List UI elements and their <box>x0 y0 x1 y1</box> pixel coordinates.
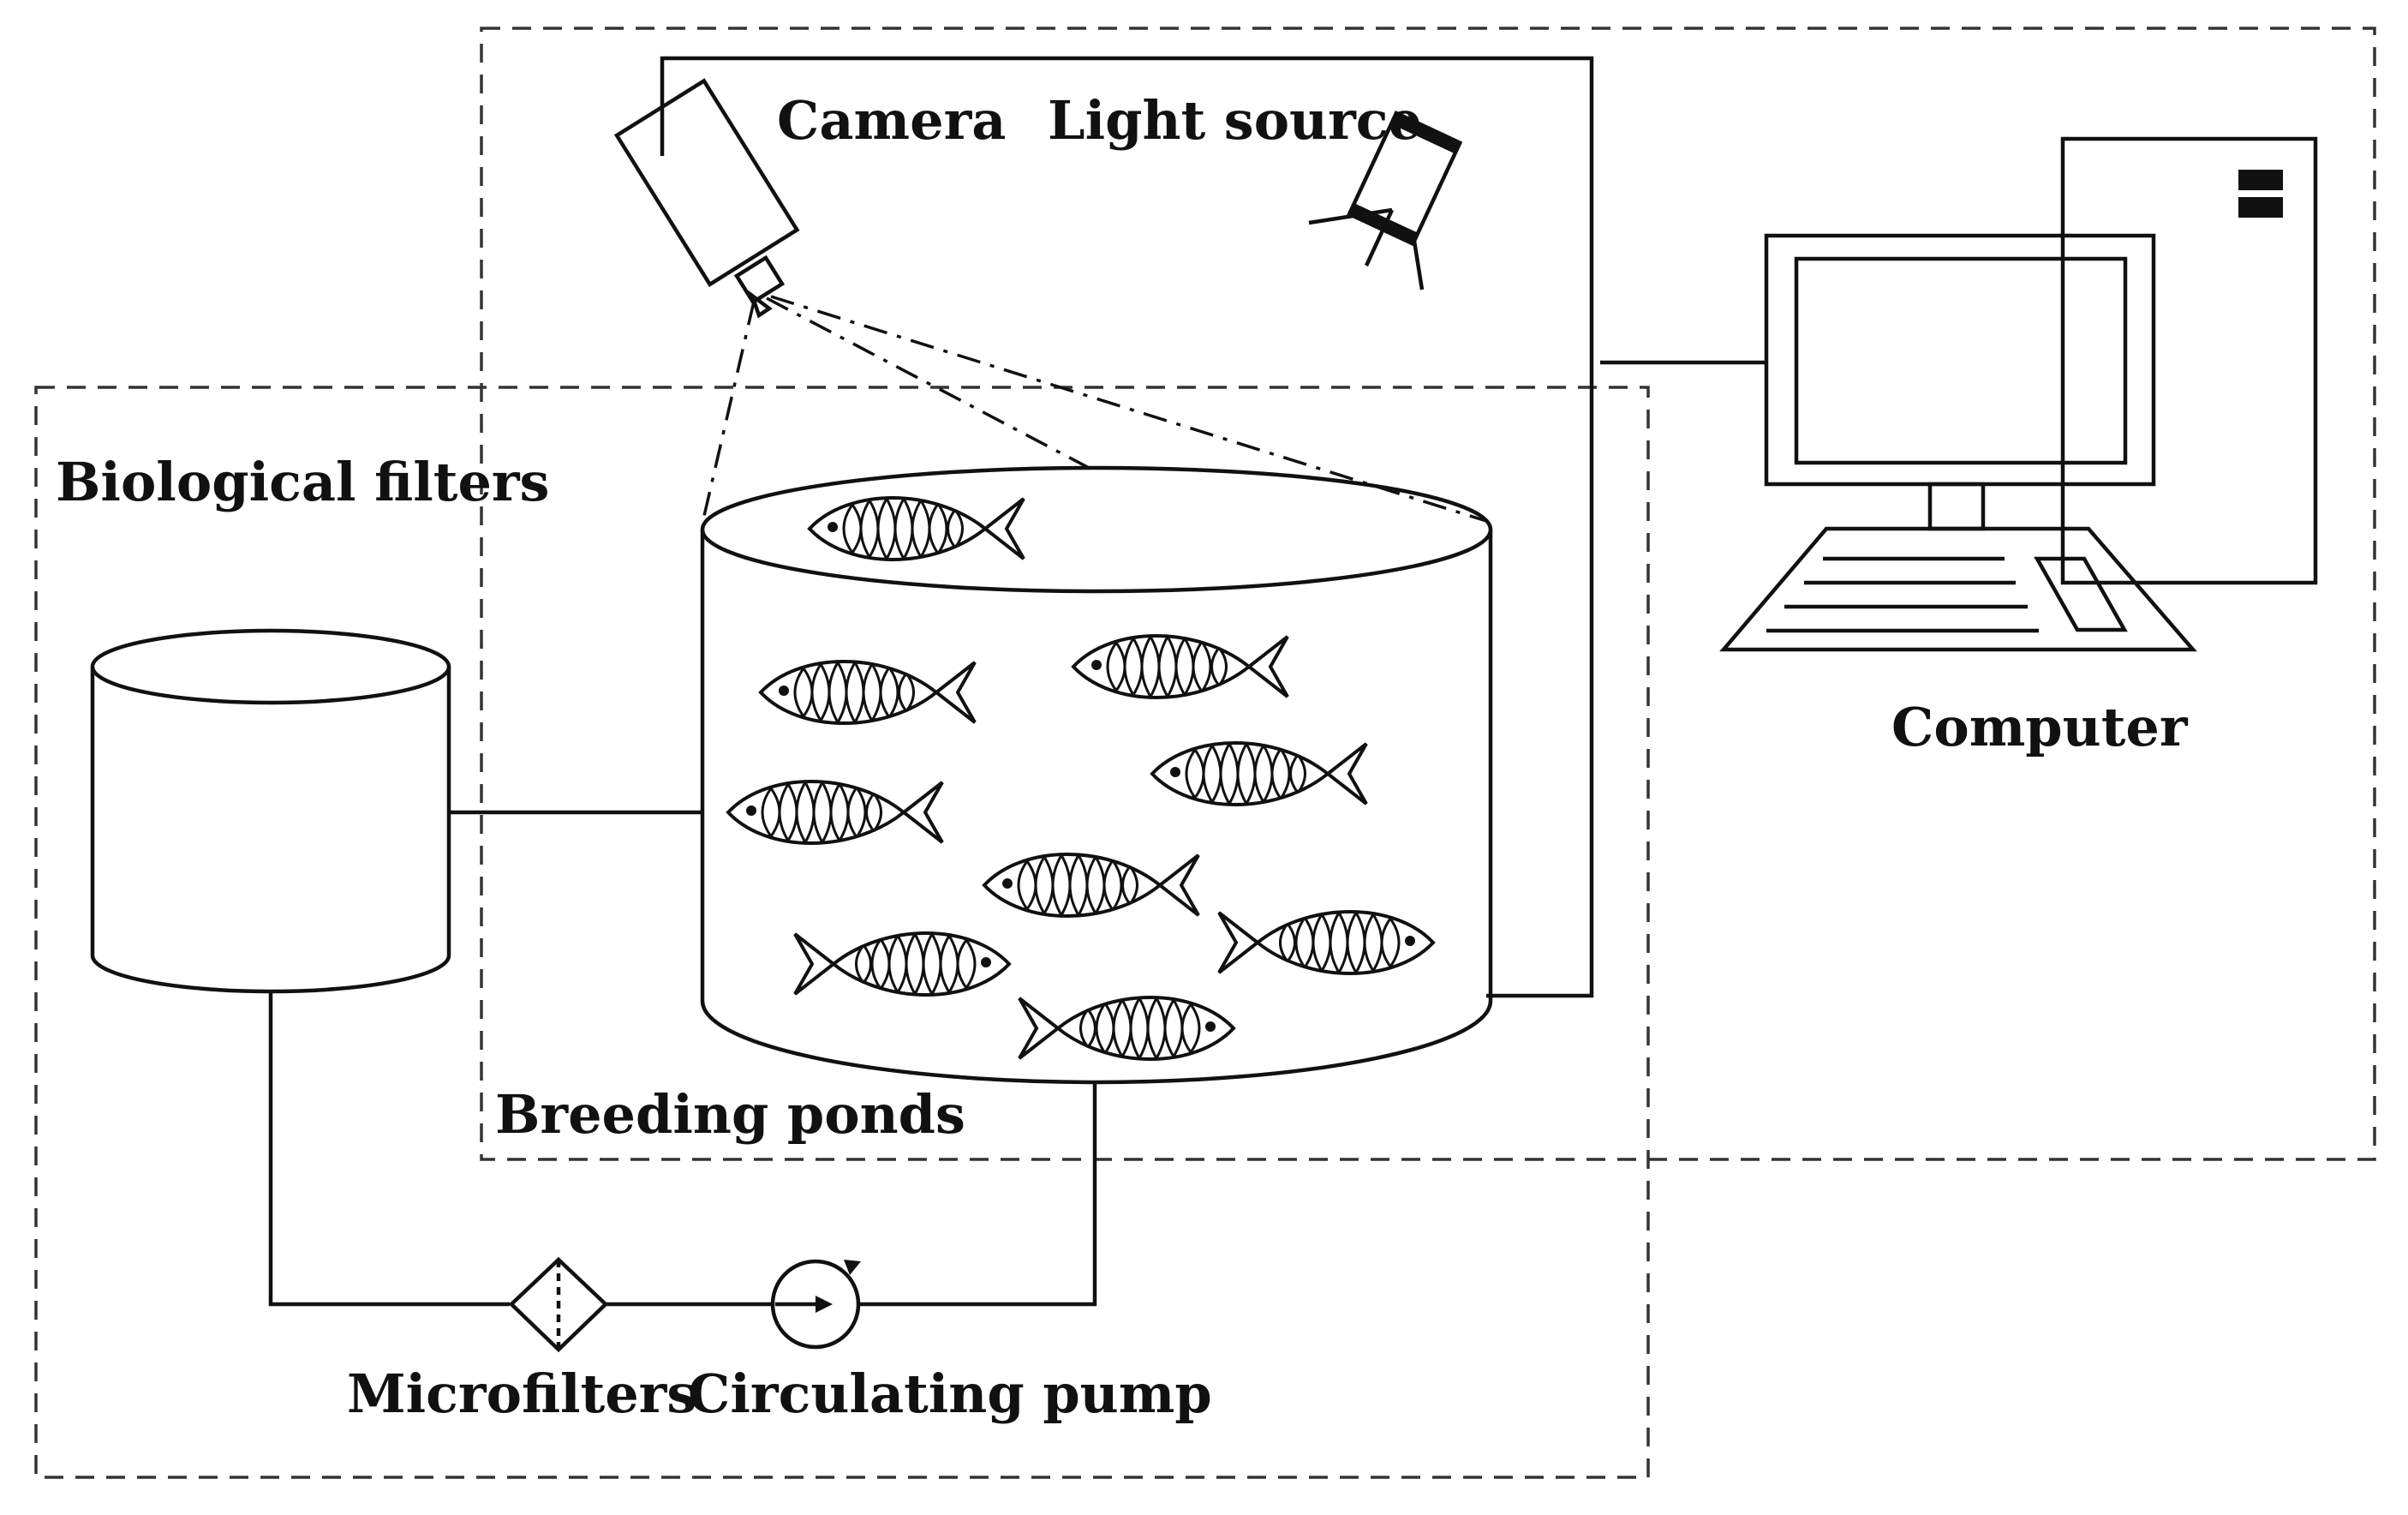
fish-icon <box>1072 634 1289 699</box>
breeding-ponds-label: Breeding ponds <box>495 1083 965 1146</box>
fish-icon <box>1150 741 1368 806</box>
camera-field-of-view <box>702 295 1487 523</box>
fish-icon <box>808 496 1025 561</box>
fish-icon <box>726 780 944 845</box>
fish-icon <box>795 933 1009 995</box>
breeding-pond-tank-icon <box>700 465 1493 1085</box>
microfilters-label: Microfilters <box>347 1362 697 1425</box>
keyboard-icon <box>1719 526 2197 652</box>
biological-filters-label: Biological filters <box>56 451 550 513</box>
fish-icon <box>1019 997 1234 1059</box>
circulating-pump-label: Circulating pump <box>688 1362 1212 1425</box>
circulating-pump-icon <box>770 1259 861 1350</box>
water-treatment-region <box>34 386 1650 1479</box>
fish-group <box>726 496 1433 1059</box>
computer-label: Computer <box>1891 696 2188 758</box>
computer-vision-region <box>480 27 2376 1161</box>
biological-filter-tank-icon <box>90 628 451 994</box>
circulation-pipe <box>268 992 510 1307</box>
circulation-pipe <box>858 1081 1097 1307</box>
camera-icon <box>613 78 800 319</box>
microfilter-icon <box>508 1256 609 1353</box>
computer-tower-icon <box>2060 136 2318 585</box>
camera-frame <box>660 56 1594 998</box>
fish-icon <box>1219 912 1433 973</box>
fish-icon <box>983 853 1200 918</box>
light-source-icon <box>1308 111 1463 290</box>
fish-icon <box>759 660 977 725</box>
camera-label: Camera <box>777 89 1007 152</box>
computer-monitor-icon <box>1764 233 2156 531</box>
light-source-label: Light source <box>1048 89 1422 152</box>
